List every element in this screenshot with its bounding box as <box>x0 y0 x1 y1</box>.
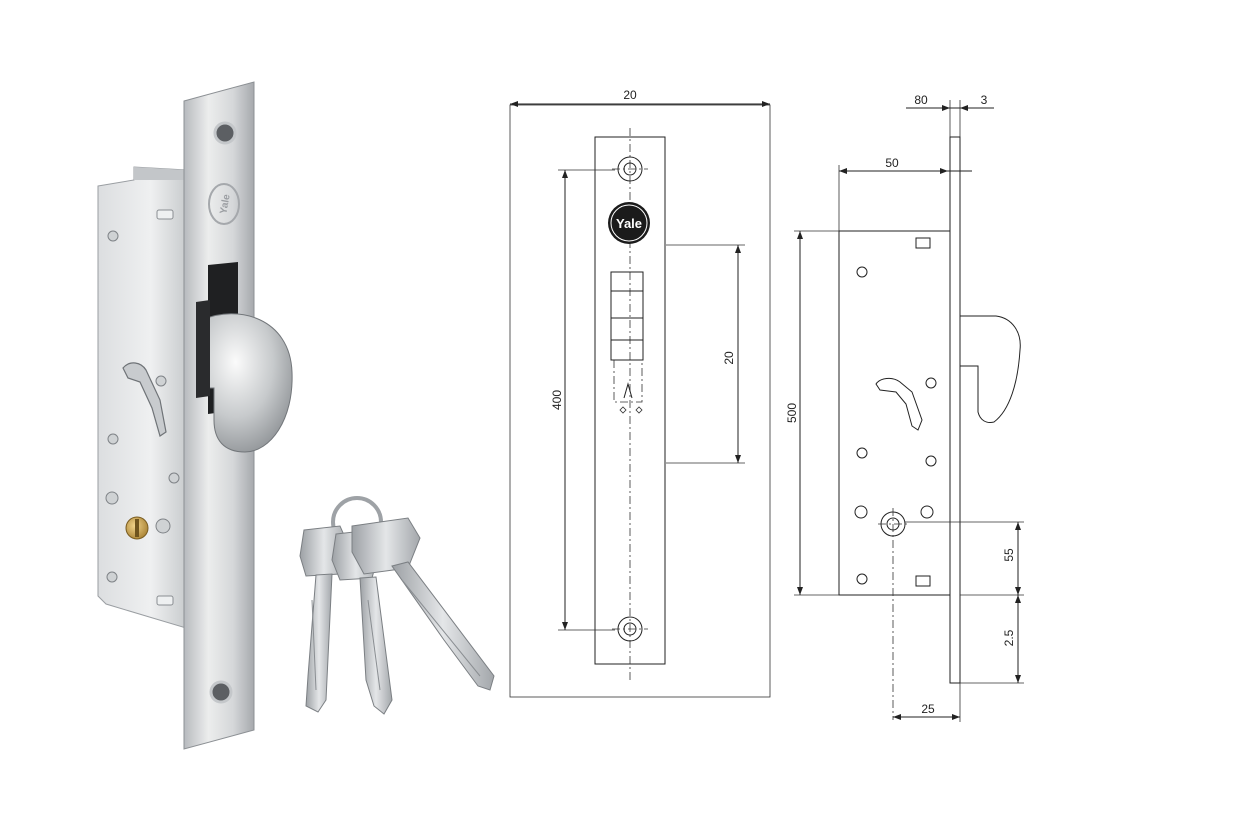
svg-text:50: 50 <box>885 156 899 170</box>
svg-text:80: 80 <box>914 93 928 107</box>
yale-logo: Yale <box>608 202 650 244</box>
svg-text:55: 55 <box>1002 548 1016 562</box>
svg-text:20: 20 <box>722 351 736 365</box>
dim-front-width: 20 <box>510 88 770 107</box>
side-case <box>838 230 951 596</box>
side-hook-bolt <box>960 315 1021 423</box>
svg-text:500: 500 <box>785 403 799 423</box>
side-faceplate <box>949 136 961 684</box>
svg-text:20: 20 <box>623 88 637 102</box>
svg-text:3: 3 <box>981 93 988 107</box>
key-3 <box>351 517 495 691</box>
front-screw-holes <box>612 156 648 642</box>
lock-photo: Yale <box>97 81 293 750</box>
bolt-window <box>610 271 644 414</box>
svg-text:Yale: Yale <box>218 193 232 215</box>
side-screws <box>854 266 937 585</box>
front-view-frame <box>509 104 771 698</box>
keys <box>299 496 495 715</box>
dim-front-height: 400 <box>550 169 615 631</box>
side-spindle <box>875 377 923 431</box>
dim-side-right: 55 2.5 <box>905 521 1024 684</box>
case-slot-top <box>156 209 174 220</box>
svg-text:400: 400 <box>550 390 564 410</box>
svg-text:2.5: 2.5 <box>1002 629 1016 646</box>
plate-hole-top <box>213 121 237 145</box>
dim-front-bolt: 20 <box>666 244 745 464</box>
dim-side-backset: 50 <box>838 156 972 232</box>
front-view-drawing: 20 Yale <box>509 88 771 698</box>
side-slot-top <box>915 237 931 249</box>
dim-side-top: 80 3 <box>906 93 994 140</box>
brand-emboss: Yale <box>208 183 240 225</box>
case-slot-bottom <box>156 595 174 606</box>
side-slot-bottom <box>915 575 931 587</box>
spindle-slot <box>122 362 167 437</box>
side-cylinder <box>878 508 908 720</box>
hook-bolt <box>197 313 293 453</box>
side-view-drawing: 80 3 50 <box>785 93 1024 722</box>
svg-text:Yale: Yale <box>616 216 642 231</box>
svg-text:25: 25 <box>921 702 935 716</box>
dim-side-bottom: 25 <box>893 683 961 722</box>
plate-hole-bottom <box>209 680 233 704</box>
case-screws <box>105 230 180 583</box>
dim-side-height: 500 <box>785 230 839 596</box>
